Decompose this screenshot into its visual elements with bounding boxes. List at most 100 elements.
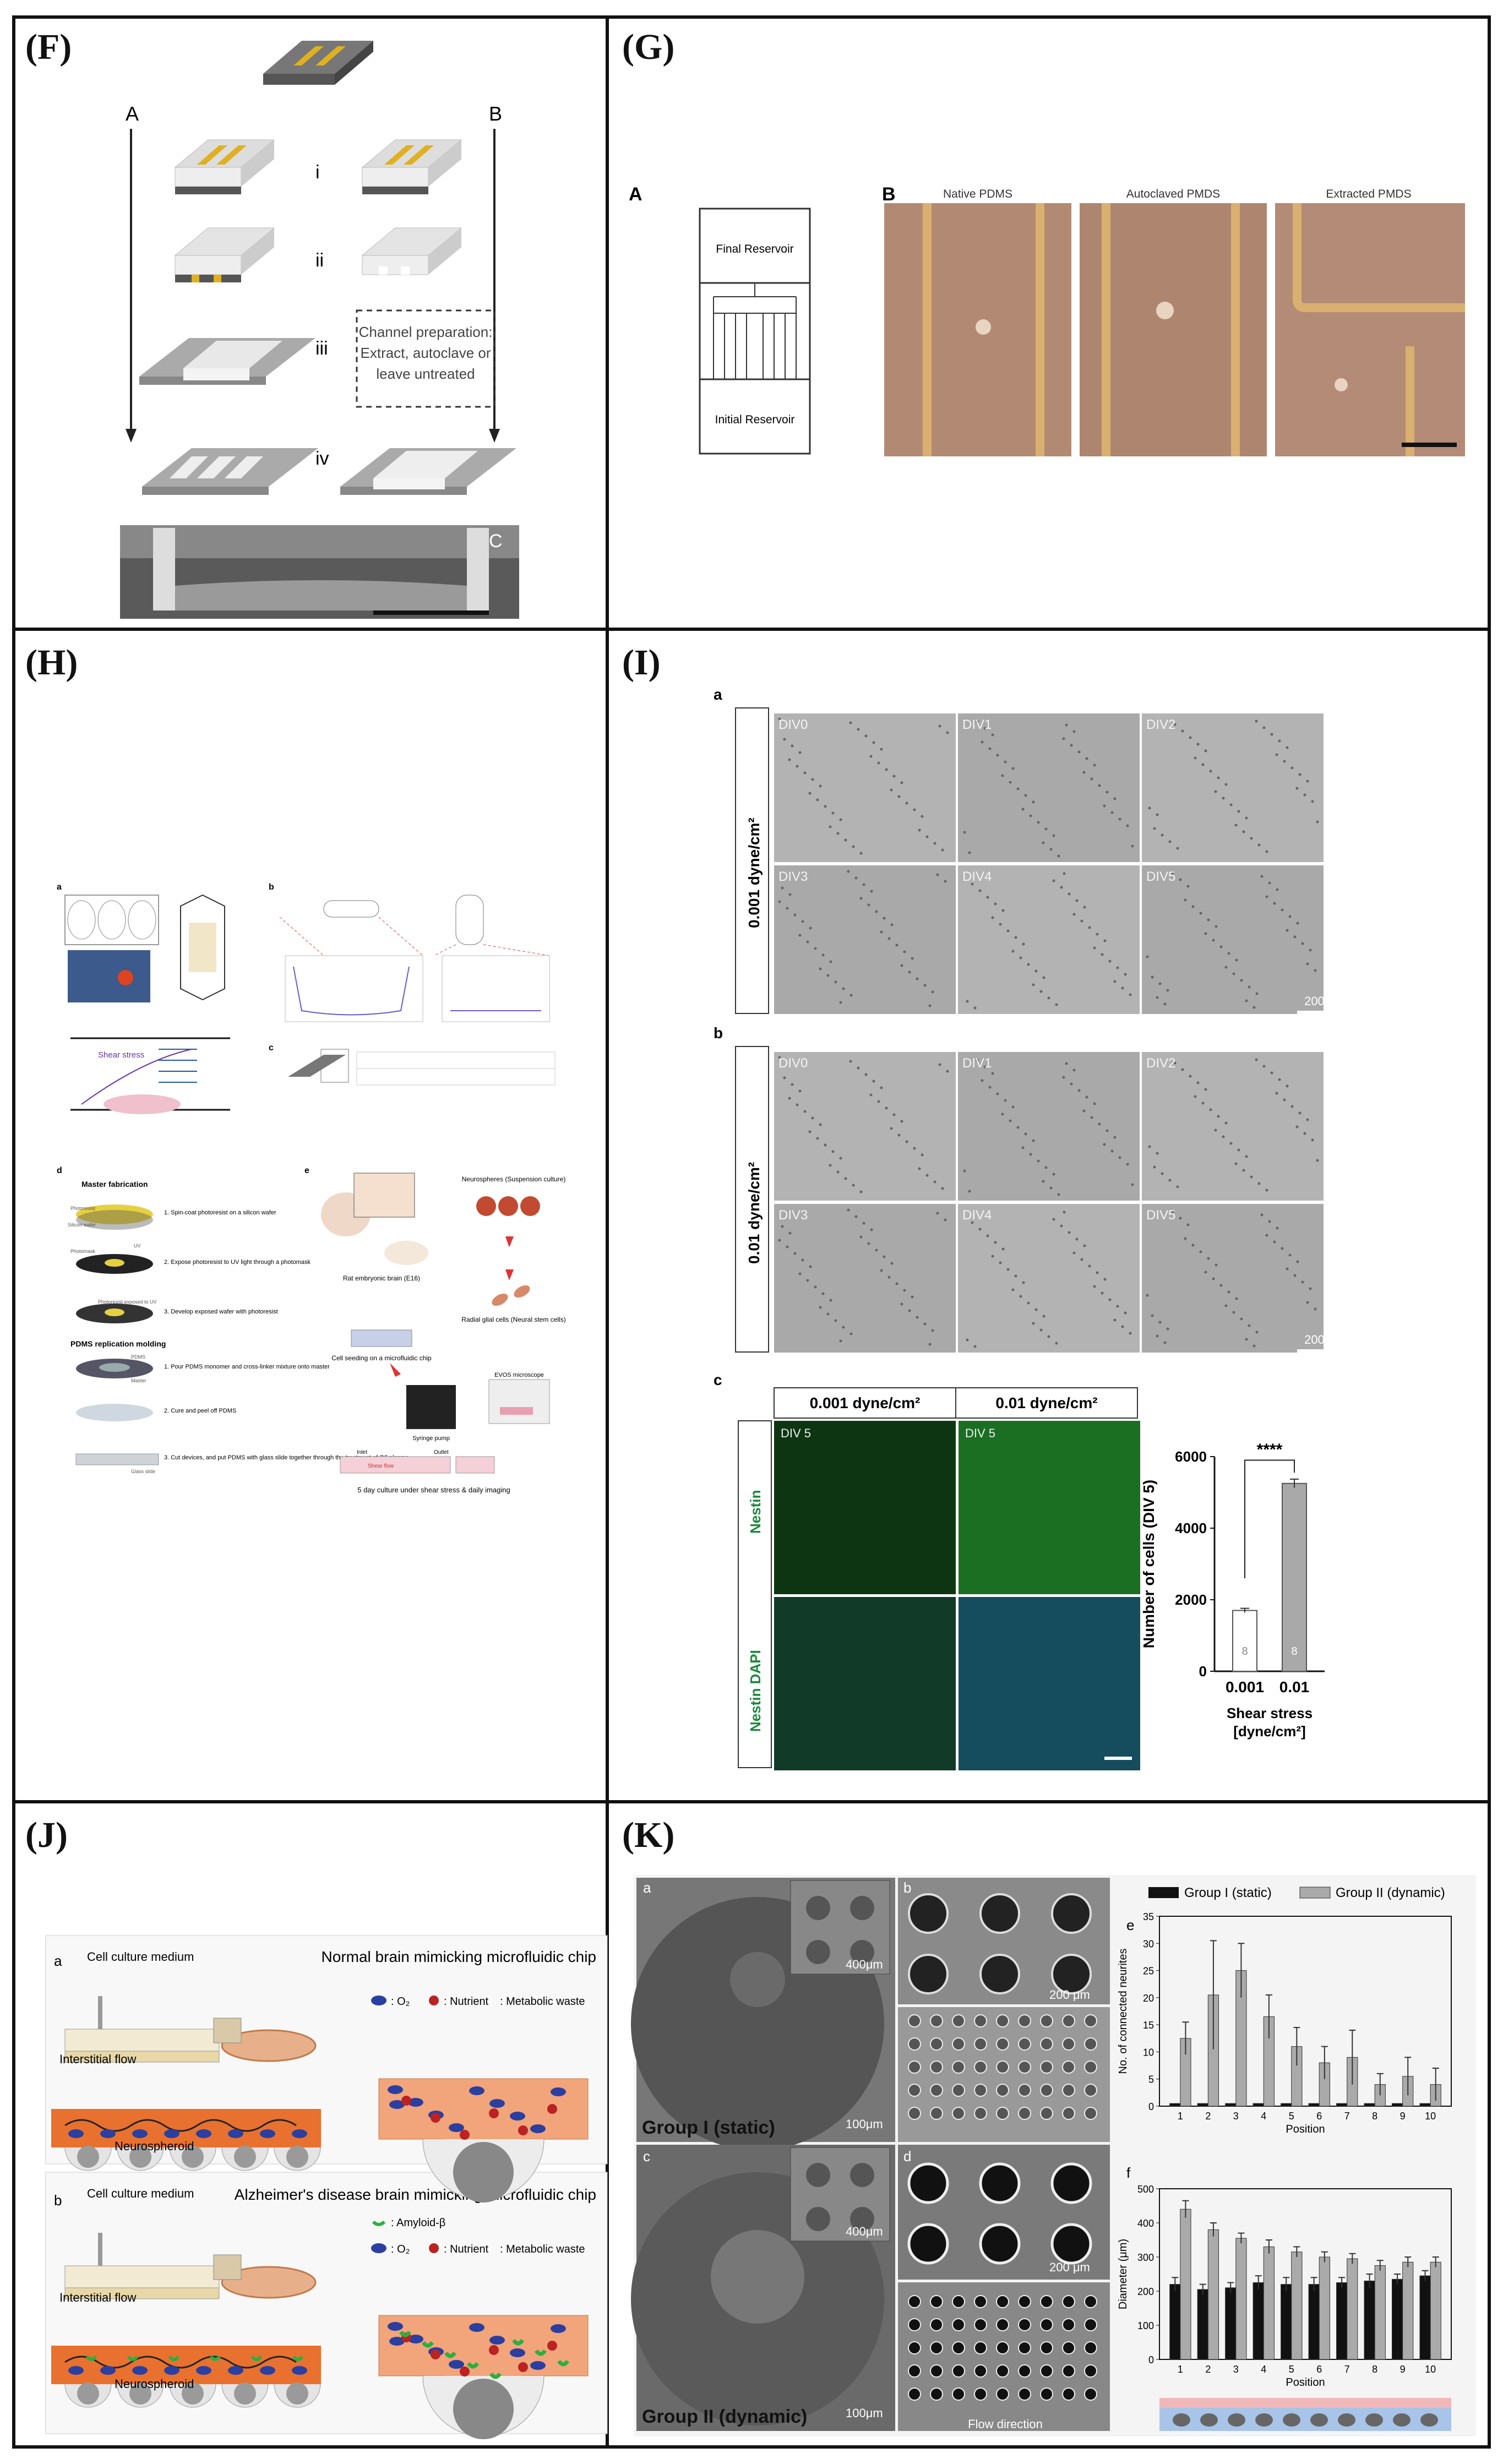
array-well — [908, 2364, 921, 2378]
array-well — [996, 2107, 1009, 2120]
sub-label-a: a — [714, 686, 722, 703]
amyloid-particle — [168, 2355, 180, 2361]
array-well — [1062, 2341, 1075, 2354]
array-well — [908, 2084, 921, 2097]
cell-dot — [933, 842, 936, 845]
cell-dot — [864, 1073, 868, 1076]
step-r-1: 1. Pour PDMS monomer and cross-linker mi… — [164, 1364, 330, 1370]
cell-dot — [1039, 1328, 1043, 1332]
cell-dot — [839, 1001, 842, 1004]
strip-well — [1173, 2413, 1190, 2427]
bar — [1169, 2284, 1181, 2360]
cell-dot — [1224, 1304, 1228, 1307]
cell-dot — [1001, 774, 1004, 777]
cell-dot — [890, 1127, 893, 1130]
cell-dot — [859, 852, 863, 855]
cell-dot — [1063, 872, 1066, 875]
array-well — [952, 2295, 965, 2308]
array-well — [996, 2364, 1009, 2378]
cell-dot — [1085, 757, 1088, 760]
cell-dot — [1063, 1211, 1066, 1214]
cell-dot — [1103, 804, 1106, 808]
cell-dot — [849, 721, 852, 724]
cell-dot — [849, 1332, 853, 1335]
spheroid — [129, 2383, 151, 2405]
cell-dot — [1237, 1148, 1240, 1152]
cell-dot — [859, 1235, 863, 1239]
reservoir-schematic — [699, 208, 811, 455]
cell-dot — [839, 1157, 842, 1160]
cell-dot — [1037, 821, 1040, 824]
cell-dot — [1265, 850, 1268, 853]
cell-dot — [918, 1167, 921, 1170]
cell-dot — [1240, 1317, 1243, 1321]
cell-dot — [1262, 726, 1266, 729]
cell-dot — [1151, 975, 1154, 979]
strip-well — [1200, 2413, 1218, 2427]
zoom-nutrient — [518, 2362, 528, 2372]
cell-dot — [1166, 1327, 1169, 1331]
step-i-b — [361, 139, 462, 194]
cell-dot — [994, 902, 997, 906]
cell-dot — [1108, 960, 1112, 963]
scale-400-a: 400μm — [846, 1958, 883, 1971]
array-well — [1062, 2014, 1075, 2027]
spheroid — [182, 2383, 204, 2405]
cell-dot — [1098, 1122, 1101, 1126]
cell-dot — [1278, 739, 1281, 743]
cell-dot — [1090, 1116, 1093, 1119]
x-tick-label: 6 — [1316, 2364, 1322, 2375]
cell-dot — [1214, 1129, 1217, 1132]
step-ii-b — [361, 227, 462, 275]
x-axis-label: Shear stress — [1227, 1705, 1313, 1721]
zoom-nutrient — [518, 2125, 528, 2135]
cell-dot — [1316, 820, 1319, 824]
flow-line — [64, 2356, 297, 2369]
cell-dot — [781, 1225, 784, 1228]
o2-particle — [132, 2129, 148, 2138]
cell-dot — [1298, 773, 1301, 776]
x-tick-label: 0.001 — [1226, 1678, 1264, 1696]
zoom-o2 — [551, 2087, 566, 2096]
cell-dot — [1106, 791, 1109, 794]
y-tick-label: 20 — [1143, 1993, 1154, 2004]
spheroid — [286, 2146, 308, 2168]
bar-n-label: 8 — [1291, 1645, 1297, 1658]
cell-dot — [1212, 1277, 1215, 1280]
label-uv: UV — [134, 1243, 141, 1249]
array-well — [952, 2318, 965, 2331]
x-tick-label: 0.01 — [1279, 1678, 1310, 1696]
cell-dot — [1052, 879, 1055, 882]
bar — [1430, 2261, 1441, 2360]
label-inlet: Inlet — [357, 1449, 367, 1455]
array-well — [1040, 2014, 1053, 2027]
cell-dot — [1011, 1105, 1015, 1109]
cell-dot — [1179, 878, 1182, 881]
div-label: DIV0 — [778, 717, 808, 732]
cell-dot — [826, 974, 830, 977]
cell-dot — [1311, 1138, 1314, 1142]
cell-dot — [836, 832, 840, 835]
cell-dot — [869, 1093, 873, 1097]
cell-dot — [1260, 875, 1264, 878]
neurospheroid-b: Neurospheroid — [115, 2377, 194, 2391]
label-evos: EVOS microscope — [494, 1372, 544, 1378]
cell-dot — [796, 765, 799, 768]
cell-dot — [1096, 1271, 1099, 1274]
cell-dot — [877, 761, 880, 765]
chip-diagram-alzheimer — [51, 2233, 589, 2439]
x-tick-label: 9 — [1400, 2111, 1406, 2122]
cell-dot — [1229, 803, 1233, 806]
step-iv-b — [340, 448, 516, 495]
cell-dot — [905, 802, 908, 805]
cell-dot — [1118, 817, 1121, 821]
amyloid-particle — [127, 2355, 139, 2361]
cell-dot — [1124, 973, 1127, 976]
phase-contrast-image — [774, 713, 956, 862]
cell-dot — [1060, 1224, 1063, 1228]
label-five-day: 5 day culture under shear stress & daily… — [357, 1486, 510, 1494]
cell-dot — [852, 845, 855, 848]
o2-particle — [164, 2366, 179, 2375]
array-well — [996, 2387, 1009, 2401]
cell-dot — [999, 1261, 1002, 1264]
